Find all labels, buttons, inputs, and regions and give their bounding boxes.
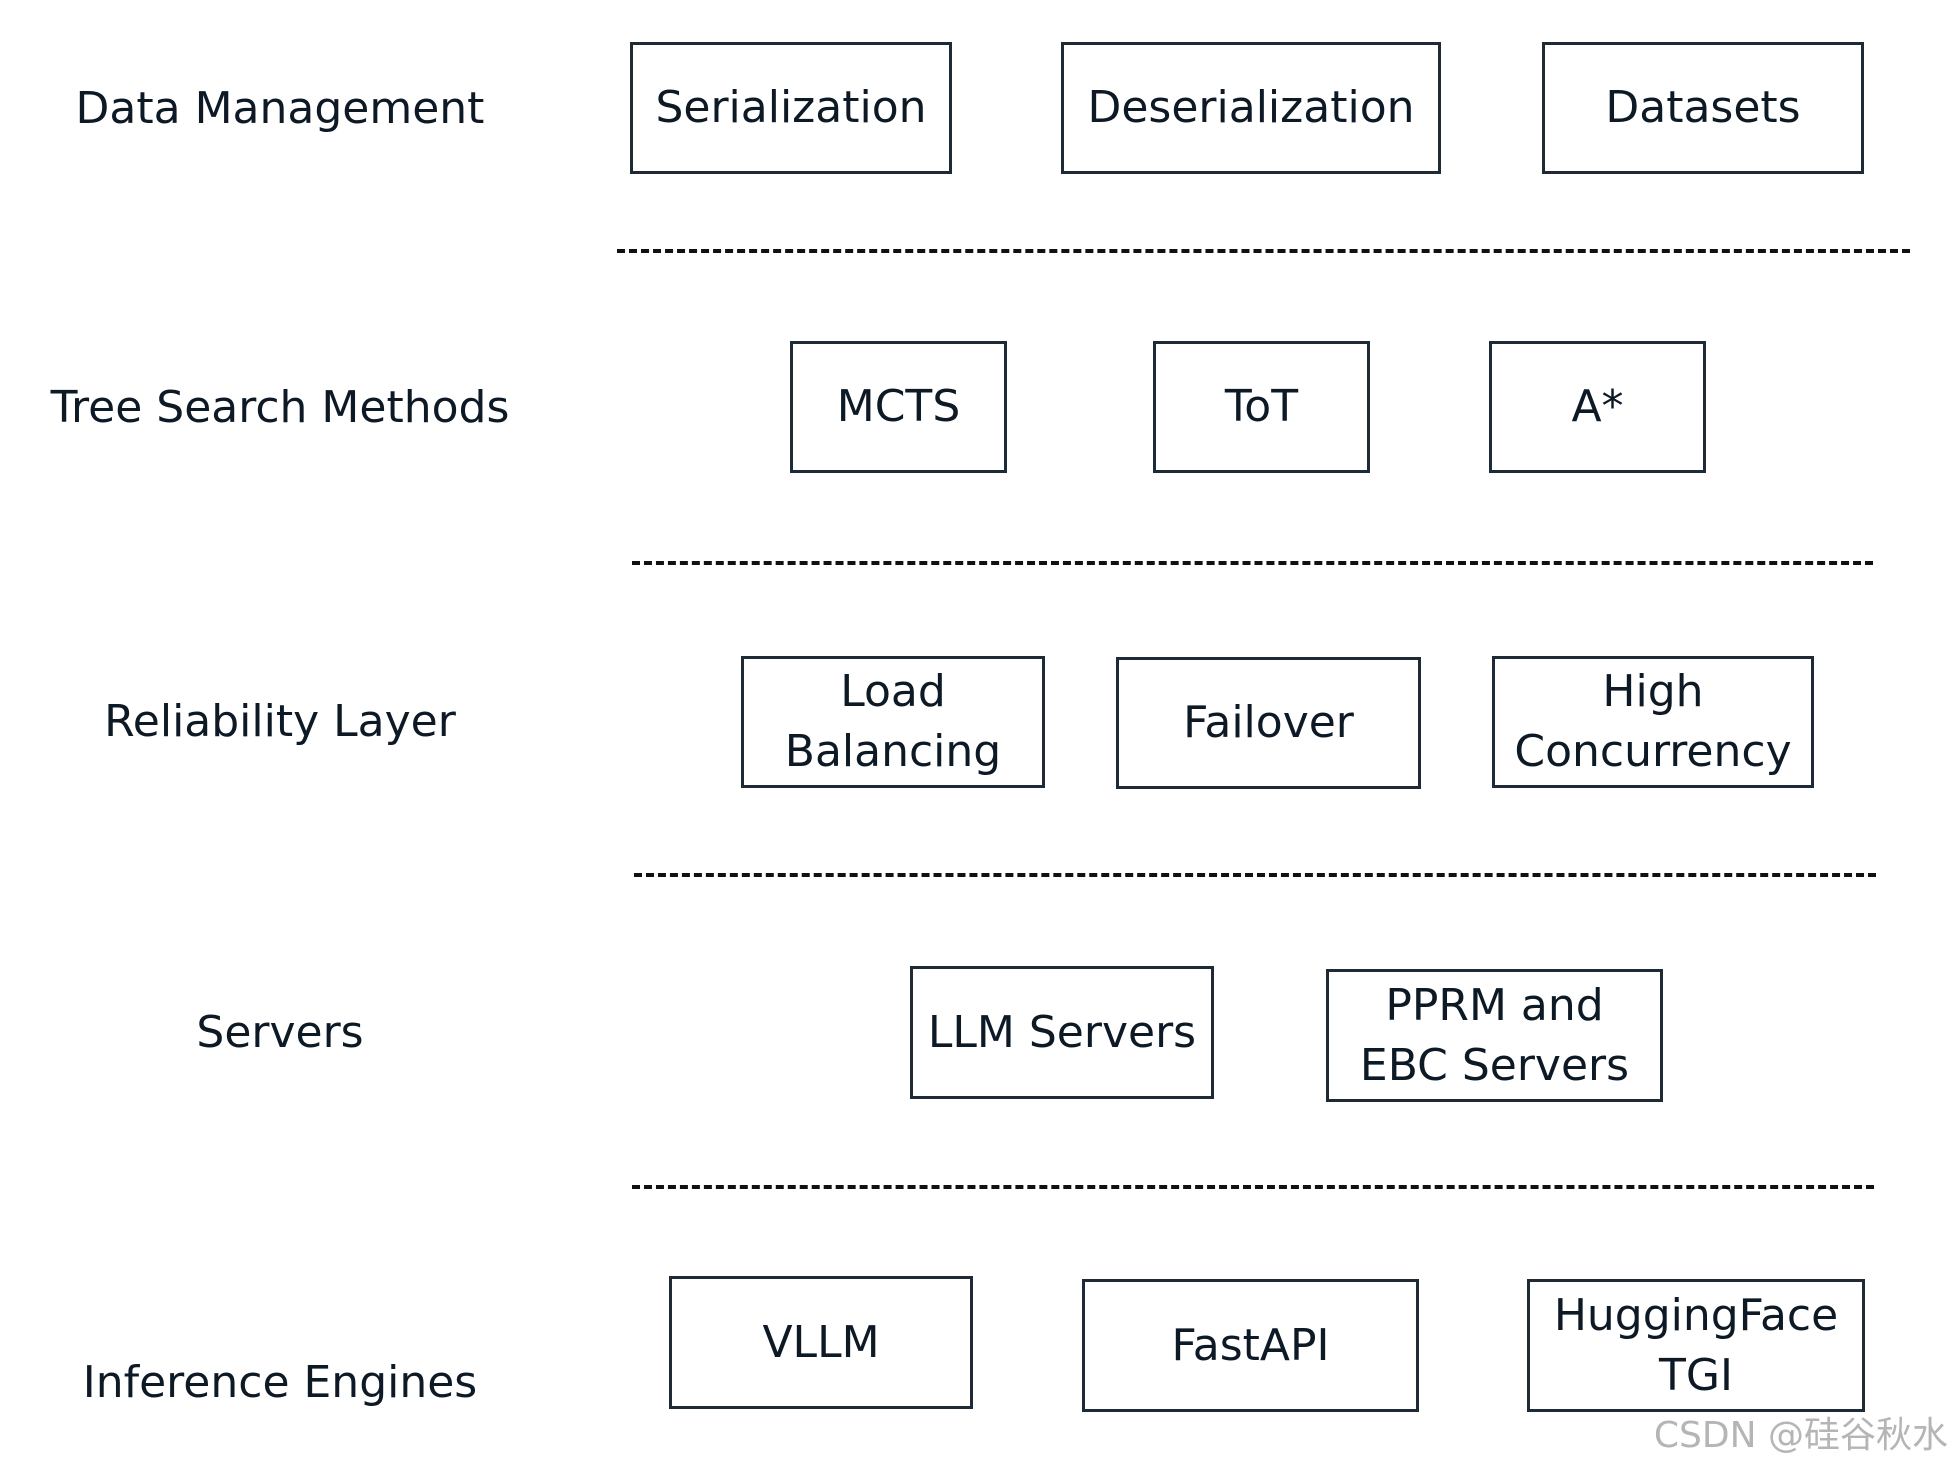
box-line: High	[1602, 666, 1704, 717]
box-huggingface-tgi: HuggingFace TGI	[1527, 1279, 1865, 1412]
box-line: Failover	[1183, 697, 1354, 748]
layer-label-servers: Servers	[196, 1007, 364, 1058]
layer-divider	[632, 1185, 1874, 1189]
layer-divider	[632, 561, 1873, 565]
box-line: Concurrency	[1514, 726, 1792, 777]
box-line: Datasets	[1605, 82, 1801, 133]
layer-divider	[617, 249, 1910, 253]
box-line: PPRM and	[1385, 979, 1604, 1031]
box-fastapi: FastAPI	[1082, 1279, 1419, 1412]
box-line: HuggingFace	[1553, 1289, 1839, 1341]
layer-label-tree-search-methods: Tree Search Methods	[50, 382, 510, 433]
box-line: Balancing	[784, 726, 1002, 777]
box-line: VLLM	[762, 1316, 880, 1368]
box-deserialization: Deserialization	[1061, 42, 1441, 174]
box-mcts: MCTS	[790, 341, 1007, 473]
layer-divider	[634, 873, 1876, 877]
box-line: LLM Servers	[927, 1006, 1197, 1058]
box-serialization: Serialization	[630, 42, 952, 174]
box-line: Deserialization	[1087, 82, 1415, 133]
box-line: EBC Servers	[1359, 1039, 1630, 1091]
layer-label-inference-engines: Inference Engines	[82, 1357, 478, 1408]
box-line: TGI	[1659, 1349, 1733, 1401]
box-a-star: A*	[1489, 341, 1706, 473]
box-high-concurrency: High Concurrency	[1492, 656, 1814, 788]
box-line: MCTS	[836, 381, 961, 432]
box-llm-servers: LLM Servers	[910, 966, 1214, 1099]
box-line: A*	[1571, 381, 1624, 432]
box-datasets: Datasets	[1542, 42, 1864, 174]
layer-label-reliability-layer: Reliability Layer	[104, 696, 456, 747]
box-line: FastAPI	[1171, 1319, 1330, 1371]
box-line: Load	[840, 666, 946, 717]
watermark: CSDN @硅谷秋水	[1653, 1415, 1948, 1456]
box-line: Serialization	[655, 82, 927, 133]
box-load-balancing: Load Balancing	[741, 656, 1045, 788]
box-failover: Failover	[1116, 657, 1421, 789]
box-tot: ToT	[1153, 341, 1370, 473]
box-vllm: VLLM	[669, 1276, 973, 1409]
box-line: ToT	[1224, 381, 1299, 432]
box-pprm-ebc-servers: PPRM and EBC Servers	[1326, 969, 1663, 1102]
layer-label-data-management: Data Management	[75, 83, 485, 134]
